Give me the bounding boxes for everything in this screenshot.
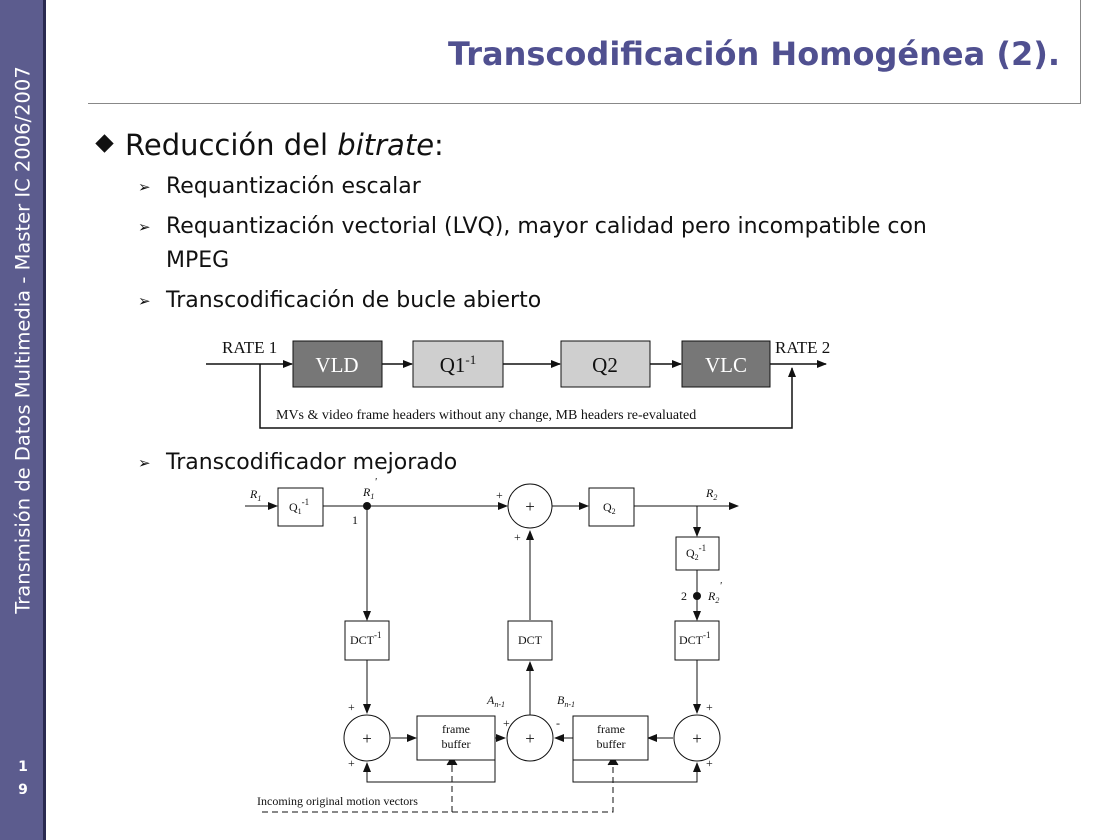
q2-box-label: Q2 <box>603 500 616 516</box>
q1-inverse-box-label: Q1-1 <box>289 497 309 516</box>
q2-label: Q2 <box>592 353 618 377</box>
feedback-label: MVs & video frame headers without any ch… <box>276 408 696 423</box>
adder-top-symbol: + <box>525 497 535 516</box>
adder-middle-symbol: + <box>525 729 535 748</box>
page-number-digit-2: 9 <box>18 782 28 798</box>
sub-bullet-1: ➢ Requantización escalar <box>138 170 990 204</box>
adder-right <box>673 714 721 762</box>
main-bullet: Reducción del bitrate: <box>95 128 444 162</box>
adder-middle-minus: - <box>556 716 560 730</box>
adder-left-plus-bottom: + <box>348 756 355 770</box>
title-underline <box>88 103 1081 104</box>
q1-inverse-label: Q1-1 <box>440 352 477 377</box>
adder-top-plus-bottom: + <box>514 530 521 544</box>
vld-block <box>292 340 383 388</box>
adder-left-plus-top: + <box>348 700 355 714</box>
frame-buffer-1-box <box>416 715 496 761</box>
adder-right-plus-top: + <box>706 700 713 714</box>
q2-inverse-box <box>675 536 720 571</box>
node-2-dot <box>693 592 701 600</box>
sub-bullet-2: ➢ Requantización vectorial (LVQ), mayor … <box>138 210 990 278</box>
rate-out-label: RATE 2 <box>775 338 830 357</box>
dct-inverse-left-label: DCT-1 <box>350 630 382 647</box>
dct-inverse-left-box <box>344 620 390 661</box>
frame-buffer-2-box <box>572 715 649 761</box>
node-1-dot <box>363 502 371 510</box>
dct-inverse-right-label: DCT-1 <box>679 630 711 647</box>
arrowhead-bullet-icon: ➢ <box>138 178 151 196</box>
frame-buffer-1-label-2: buffer <box>441 737 470 751</box>
b-label: Bn-1 <box>557 693 575 709</box>
main-bullet-prefix: Reducción del <box>125 128 338 162</box>
adder-top <box>507 483 553 529</box>
rate-in-label: RATE 1 <box>222 338 277 357</box>
r1-prime-label: R1' <box>362 476 377 501</box>
motion-vectors-label: Incoming original motion vectors <box>257 794 418 808</box>
q1-inverse-block <box>412 340 504 388</box>
arrowhead-bullet-icon: ➢ <box>138 454 151 472</box>
adder-left <box>343 714 391 762</box>
node-1-label: 1 <box>352 513 358 527</box>
vld-label: VLD <box>315 353 358 377</box>
q1-inverse-box <box>277 487 324 527</box>
r2-label: R2 <box>705 486 717 502</box>
sidebar: Transmisión de Datos Multimedia - Master… <box>0 0 46 840</box>
adder-top-plus-left: + <box>496 488 503 502</box>
dct-inverse-right-box <box>674 620 720 661</box>
vlc-block <box>681 340 771 388</box>
r1-label: R1 <box>249 487 261 503</box>
main-bullet-italic: bitrate <box>337 128 435 162</box>
adder-right-symbol: + <box>692 729 702 748</box>
sub-bullet-3-text: Transcodificación de bucle abierto <box>166 288 542 313</box>
adder-right-plus-bottom: + <box>706 756 713 770</box>
title-frame-vertical <box>1080 0 1081 104</box>
adder-middle <box>506 714 554 762</box>
vlc-label: VLC <box>705 353 747 377</box>
arrowhead-bullet-icon: ➢ <box>138 292 151 310</box>
sub-bullet-3: ➢ Transcodificación de bucle abierto <box>138 284 990 318</box>
slide-title: Transcodificación Homogénea (2). <box>447 35 1060 73</box>
sub-bullet-4-text: Transcodificador mejorado <box>166 450 458 475</box>
sub-bullet-4: ➢ Transcodificador mejorado <box>138 446 990 480</box>
main-bullet-suffix: : <box>434 128 444 162</box>
q2-block <box>560 340 651 388</box>
adder-middle-plus: + <box>503 716 510 730</box>
sub-bullet-2-text: Requantización vectorial (LVQ), mayor ca… <box>166 214 927 273</box>
adder-left-symbol: + <box>362 729 372 748</box>
frame-buffer-2-label-2: buffer <box>596 737 625 751</box>
node-2-label: 2 <box>681 589 687 603</box>
frame-buffer-2-label-1: frame <box>597 722 625 736</box>
r2-prime-label: R2' <box>707 580 722 605</box>
q2-inverse-box-label: Q2-1 <box>686 543 706 562</box>
dct-label: DCT <box>518 633 543 647</box>
page-number-digit-1: 1 <box>18 759 28 775</box>
sub-bullet-1-text: Requantización escalar <box>166 174 421 199</box>
frame-buffer-1-label-1: frame <box>442 722 470 736</box>
q2-box <box>588 487 635 527</box>
a-label: An-1 <box>486 693 505 709</box>
dct-box <box>507 620 553 661</box>
arrowhead-bullet-icon: ➢ <box>138 218 151 236</box>
